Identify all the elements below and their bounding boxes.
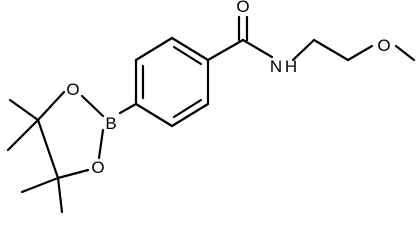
c-n-bond bbox=[241, 38, 274, 59]
ch2-ch2-bond bbox=[312, 38, 350, 62]
methyl-bond-1 bbox=[8, 98, 40, 122]
methyl-bond-3 bbox=[20, 176, 60, 194]
methyl-bond-4 bbox=[56, 176, 64, 214]
molecule-canvas: O N H O B O O bbox=[6, 0, 416, 214]
ring-bond-3 bbox=[170, 102, 210, 128]
structure-diagram: O N H O B O O bbox=[6, 0, 416, 214]
ether-oxygen-label: O bbox=[377, 36, 390, 55]
benzene-ring bbox=[134, 36, 210, 128]
boron-label: B bbox=[105, 114, 116, 133]
ring-oxygen-upper-label: O bbox=[66, 80, 79, 99]
ring-bond-4 bbox=[134, 102, 174, 128]
methyl-bond-2 bbox=[6, 118, 40, 152]
ring-bond-6 bbox=[134, 36, 174, 62]
ring-inner-bond-1 bbox=[172, 45, 203, 66]
o-c-lower-bond bbox=[56, 168, 90, 180]
pinacol-boronate bbox=[6, 90, 138, 214]
carbonyl-bond-a bbox=[206, 38, 245, 62]
c-c-ring-bond bbox=[36, 118, 60, 180]
ring-oxygen-lower-label: O bbox=[91, 158, 104, 177]
atom-labels: O N H O B O O bbox=[66, 0, 390, 177]
o-ch3-bond bbox=[394, 44, 416, 62]
amide-hydrogen-label: H bbox=[285, 57, 297, 76]
o-c-upper-bond bbox=[36, 90, 66, 122]
n-ch2-bond bbox=[291, 38, 316, 62]
carbonyl-oxygen-label: O bbox=[236, 0, 249, 16]
amide-nitrogen-label: N bbox=[270, 57, 282, 76]
ring-bond-1 bbox=[170, 36, 210, 62]
b-o-upper-bond bbox=[80, 94, 105, 118]
ch2-o-bond bbox=[346, 44, 374, 62]
ring-inner-bond-2 bbox=[172, 98, 203, 119]
b-o-lower-bond bbox=[97, 128, 105, 160]
methoxyethyl-chain bbox=[291, 38, 416, 62]
amide-group bbox=[206, 15, 274, 62]
aryl-boron-bond bbox=[118, 102, 138, 115]
